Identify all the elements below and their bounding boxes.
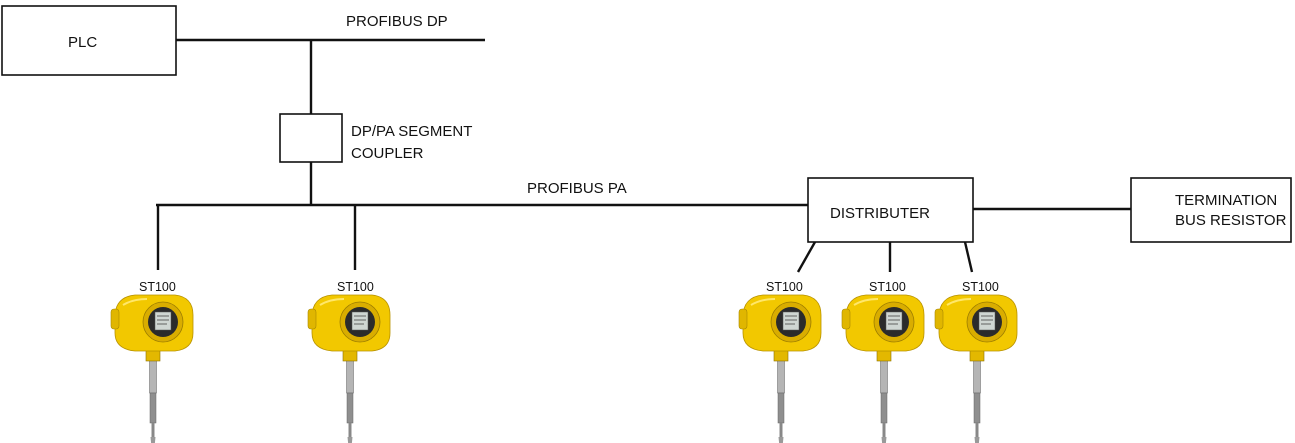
distributer-label: DISTRIBUTER	[830, 205, 930, 222]
device-label-1: ST100	[139, 280, 176, 294]
dist-drop-1	[798, 242, 815, 272]
profibus-dp-label: PROFIBUS DP	[346, 13, 448, 30]
st100-device-icon-2	[308, 295, 390, 443]
dist-drop-3	[965, 242, 972, 272]
profibus-pa-label: PROFIBUS PA	[527, 180, 627, 197]
termination-label-line1: TERMINATION	[1175, 192, 1277, 209]
device-label-4: ST100	[869, 280, 906, 294]
st100-device-icon-3	[739, 295, 821, 443]
device-label-2: ST100	[337, 280, 374, 294]
st100-device-icon-4	[842, 295, 924, 443]
plc-box: PLC	[2, 6, 176, 75]
st100-device-icon-5	[935, 295, 1017, 443]
segment-coupler-box	[280, 114, 342, 162]
termination-label-line2: BUS RESISTOR	[1175, 212, 1287, 229]
device-label-5: ST100	[962, 280, 999, 294]
device-label-3: ST100	[766, 280, 803, 294]
termination-box: TERMINATION BUS RESISTOR	[1131, 178, 1291, 242]
distributer-box: DISTRIBUTER	[808, 178, 973, 242]
plc-label: PLC	[68, 34, 97, 51]
coupler-label-line2: COUPLER	[351, 145, 424, 162]
coupler-label-line1: DP/PA SEGMENT	[351, 123, 472, 140]
st100-device-icon-1	[111, 295, 193, 443]
